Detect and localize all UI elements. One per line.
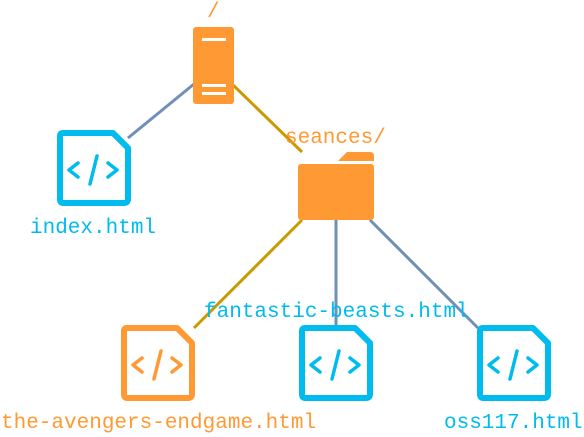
edge-folder-oss [368,218,480,330]
edge-folder-avengers [192,218,304,330]
html-file-icon [121,325,195,401]
index-label: index.html [30,217,157,240]
root-label: / [207,1,220,24]
oss-label: oss117.html [444,412,583,435]
folder-icon [298,152,374,220]
html-file-icon [57,130,131,206]
avengers-label: the-avengers-endgame.html [1,412,317,435]
edge-root-folder [230,82,304,154]
folder-label: seances/ [285,127,386,150]
html-file-icon [299,325,373,401]
edge-root-index [127,82,195,140]
html-file-icon [477,325,551,401]
server-icon [193,27,234,104]
beasts-label: fantastic-beasts.html [204,301,469,324]
